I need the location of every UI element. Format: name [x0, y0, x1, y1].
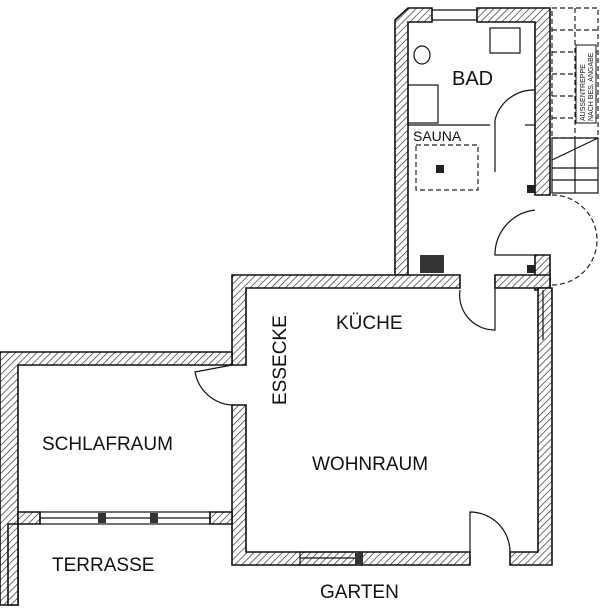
doors — [194, 89, 598, 553]
walls — [0, 7, 553, 606]
stair-note-box — [575, 44, 597, 124]
outside-stair — [551, 7, 599, 194]
windows — [39, 290, 544, 566]
fixtures — [407, 27, 535, 273]
room-label-wohnraum: WOHNRAUM — [312, 454, 428, 475]
room-label-bad: BAD — [452, 68, 493, 90]
stair-note-line1: AUSSENTREPPE — [580, 64, 587, 121]
stair-note-line2: NACH BES. ANGABE — [588, 52, 595, 121]
room-label-terrasse: TERRASSE — [52, 555, 154, 576]
area-label-garten: GARTEN — [320, 582, 399, 603]
room-label-schlafraum: SCHLAFRAUM — [42, 434, 173, 455]
room-label-sauna: SAUNA — [413, 128, 462, 144]
room-label-kueche: KÜCHE — [336, 313, 403, 334]
room-label-essecke: ESSECKE — [270, 315, 291, 405]
